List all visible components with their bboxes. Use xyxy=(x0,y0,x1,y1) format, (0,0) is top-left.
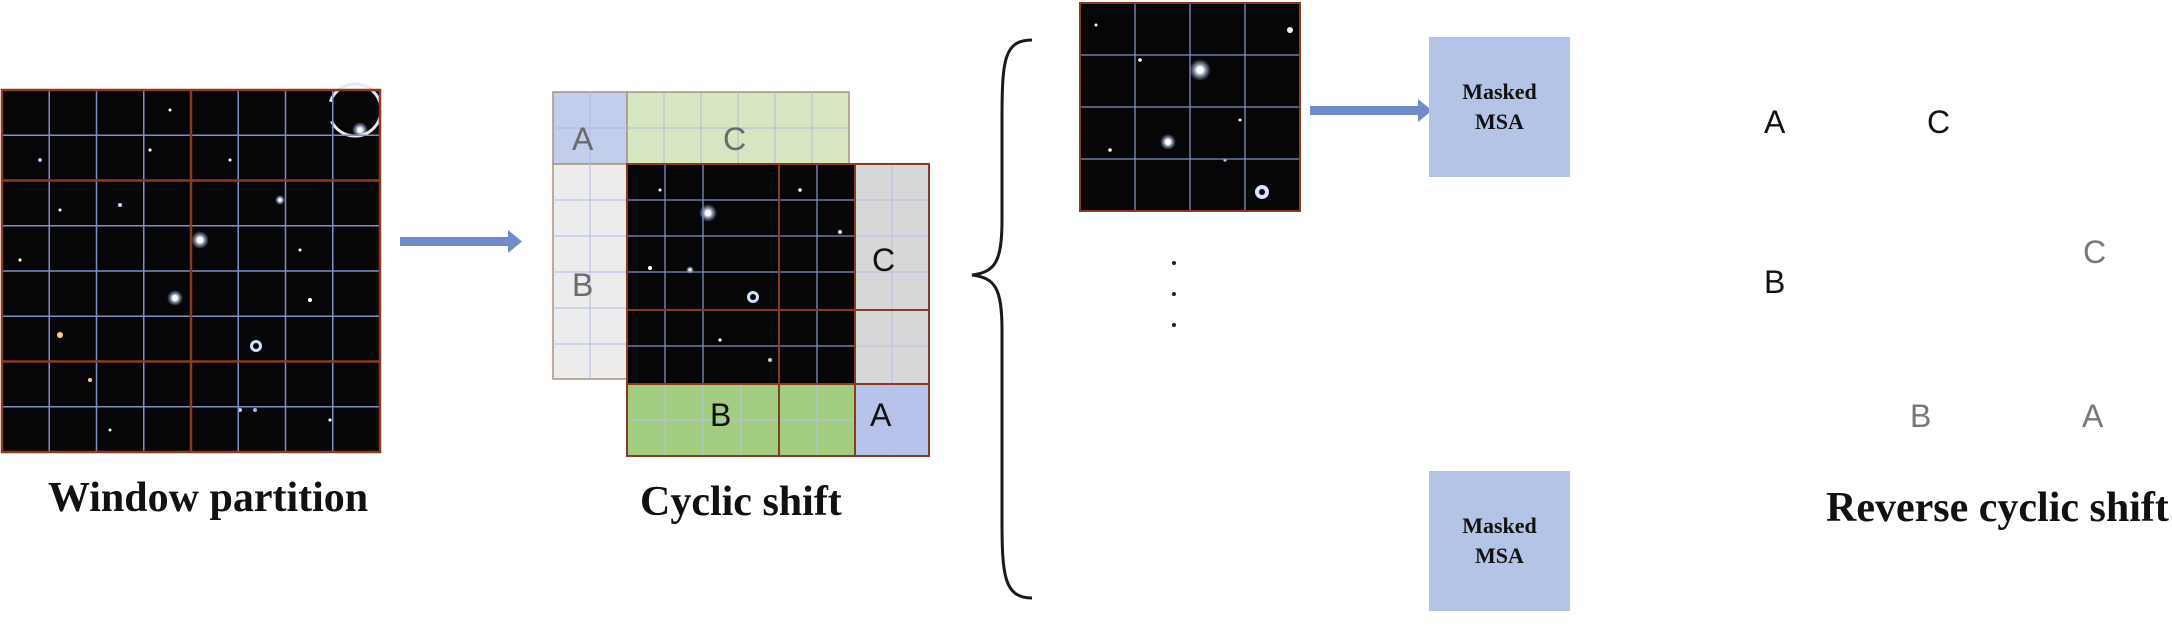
arrow-top-to-msa xyxy=(1310,99,1432,122)
caption-reverse-cyclic-shift: Reverse cyclic shift xyxy=(1826,485,2169,531)
rev-label-A-corner: A xyxy=(1764,104,1786,140)
msa-bottom-line2: MSA xyxy=(1475,543,1524,568)
masked-msa-box-bottom: Masked MSA xyxy=(1429,471,1570,611)
ellipsis-dot-2 xyxy=(1172,292,1176,296)
cyclic-shift-panel xyxy=(552,91,930,457)
masked-msa-box-top: Masked MSA xyxy=(1429,37,1570,177)
top-window-tile xyxy=(1079,2,1301,212)
shift-label-B-left: B xyxy=(572,267,594,303)
shift-label-C-right: C xyxy=(872,242,896,278)
left-brace xyxy=(971,38,1033,600)
rev-label-B-left: B xyxy=(1764,264,1786,300)
rev-label-B-bottom: B xyxy=(1910,398,1932,434)
shift-label-B-bottom: B xyxy=(710,397,732,433)
shift-sky-image xyxy=(627,164,855,384)
msa-top-line2: MSA xyxy=(1475,109,1524,134)
shift-label-A-top: A xyxy=(572,121,594,157)
rev-label-A-bottom: A xyxy=(2082,398,2104,434)
window-borders xyxy=(0,88,382,454)
rev-label-C-top: C xyxy=(1927,104,1951,140)
shift-label-C-top: C xyxy=(723,121,747,157)
window-partition-panel xyxy=(0,82,383,454)
rev-label-C-right: C xyxy=(2083,234,2107,270)
shift-label-A-corner: A xyxy=(870,397,892,433)
ellipsis-dot-3 xyxy=(1172,323,1176,327)
msa-top-line1: Masked xyxy=(1462,79,1537,104)
ellipsis-dot-1 xyxy=(1172,261,1176,265)
msa-bottom-line1: Masked xyxy=(1462,513,1537,538)
caption-window-partition: Window partition xyxy=(48,475,369,521)
arrow-to-cyclic-shift xyxy=(400,230,522,253)
caption-cyclic-shift: Cyclic shift xyxy=(640,479,842,525)
